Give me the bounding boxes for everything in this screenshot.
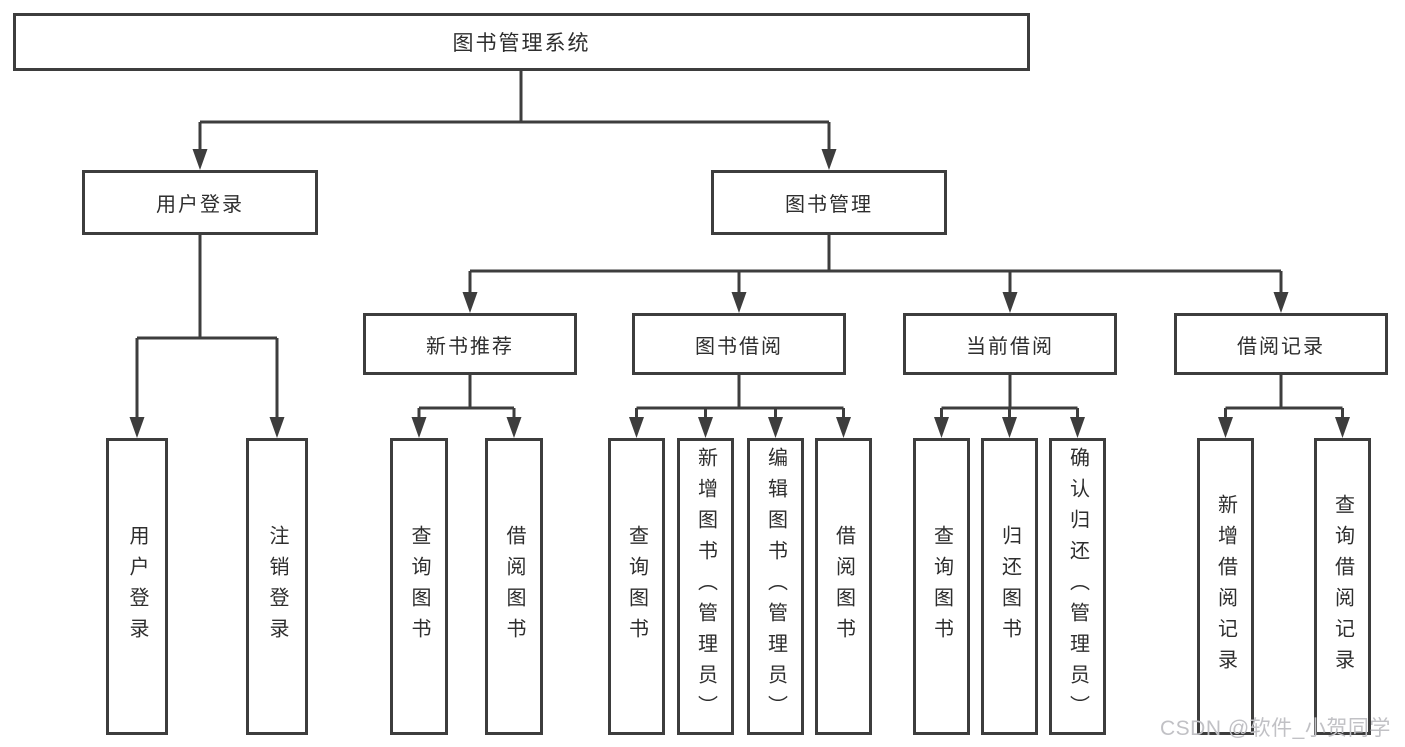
leaf-borrow-add-books-admin-label: 新增图书（管理员） xyxy=(694,447,717,726)
leaf-current-return-books: 归还图书 xyxy=(981,438,1038,735)
node-book-borrow: 图书借阅 xyxy=(632,313,846,375)
node-current-borrow-label: 当前借阅 xyxy=(966,335,1054,358)
leaf-user-login: 用户登录 xyxy=(106,438,168,735)
leaf-current-confirm-return-admin: 确认归还（管理员） xyxy=(1049,438,1106,735)
leaf-records-query-record: 查询借阅记录 xyxy=(1314,438,1371,735)
node-book-management-label: 图书管理 xyxy=(785,194,873,216)
node-user-login: 用户登录 xyxy=(82,170,318,235)
leaf-current-query-books-label: 查询图书 xyxy=(930,524,953,649)
node-borrow-records-label: 借阅记录 xyxy=(1237,335,1325,358)
leaf-current-query-books: 查询图书 xyxy=(913,438,970,735)
leaf-current-confirm-return-admin-label: 确认归还（管理员） xyxy=(1066,447,1089,726)
leaf-borrow-query-books: 查询图书 xyxy=(608,438,665,735)
leaf-borrow-query-books-label: 查询图书 xyxy=(625,524,648,649)
leaf-records-query-record-label: 查询借阅记录 xyxy=(1331,493,1354,680)
leaf-newbook-borrow-books: 借阅图书 xyxy=(485,438,543,735)
node-new-book-recommend: 新书推荐 xyxy=(363,313,577,375)
node-borrow-records: 借阅记录 xyxy=(1174,313,1388,375)
leaf-current-return-books-label: 归还图书 xyxy=(998,524,1021,649)
leaf-newbook-borrow-books-label: 借阅图书 xyxy=(503,524,525,649)
leaf-borrow-add-books-admin: 新增图书（管理员） xyxy=(677,438,734,735)
node-book-management: 图书管理 xyxy=(711,170,947,235)
leaf-records-add-record: 新增借阅记录 xyxy=(1197,438,1254,735)
leaf-borrow-borrow-books: 借阅图书 xyxy=(815,438,872,735)
leaf-borrow-borrow-books-label: 借阅图书 xyxy=(832,524,855,649)
node-root-label: 图书管理系统 xyxy=(452,32,591,55)
leaf-borrow-edit-books-admin-label: 编辑图书（管理员） xyxy=(764,447,787,726)
leaf-newbook-query-books-label: 查询图书 xyxy=(408,524,430,649)
leaf-borrow-edit-books-admin: 编辑图书（管理员） xyxy=(747,438,804,735)
leaf-records-add-record-label: 新增借阅记录 xyxy=(1214,493,1237,680)
leaf-user-login-label: 用户登录 xyxy=(126,524,148,649)
node-new-book-recommend-label: 新书推荐 xyxy=(426,335,514,358)
node-root-system: 图书管理系统 xyxy=(13,13,1030,71)
leaf-logout: 注销登录 xyxy=(246,438,308,735)
node-user-login-label: 用户登录 xyxy=(156,194,244,216)
leaf-logout-label: 注销登录 xyxy=(266,524,288,649)
leaf-newbook-query-books: 查询图书 xyxy=(390,438,448,735)
node-current-borrow: 当前借阅 xyxy=(903,313,1117,375)
csdn-watermark: CSDN @软件_小贺同学 xyxy=(1160,717,1391,740)
node-book-borrow-label: 图书借阅 xyxy=(695,335,783,358)
